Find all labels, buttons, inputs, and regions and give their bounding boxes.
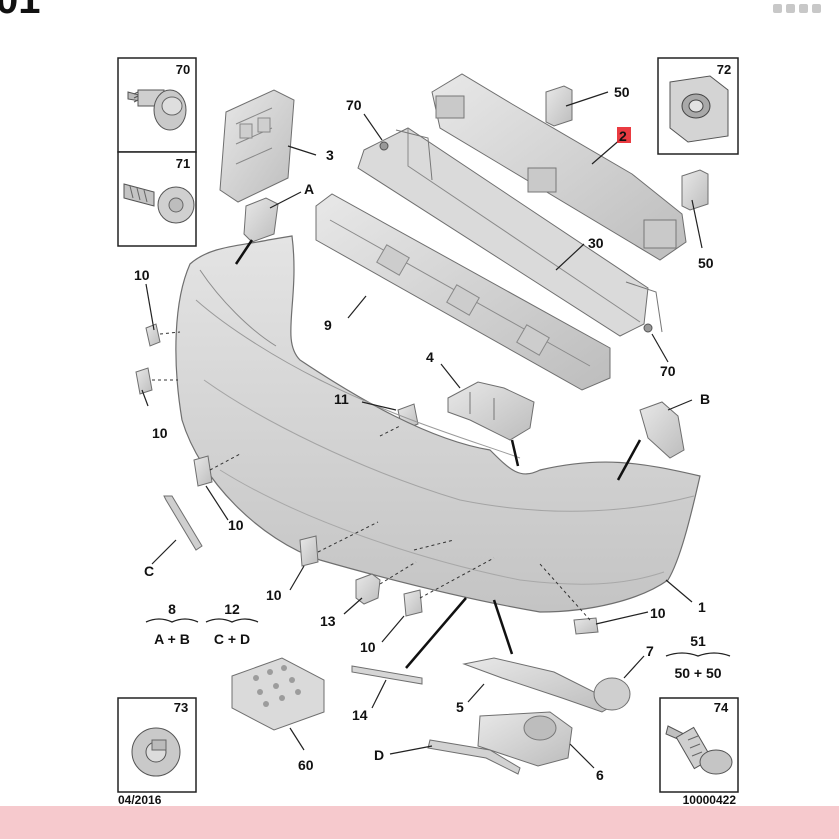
callout-6: 6: [596, 767, 604, 783]
callout-b: B: [700, 391, 710, 407]
inset-box-72: 72: [657, 57, 739, 155]
inset-box-74-label: 74: [714, 700, 729, 715]
callout-2: 2: [619, 128, 627, 144]
callout-11: 11: [334, 391, 349, 407]
callout-5: 5: [456, 699, 464, 715]
callout-3: 3: [326, 147, 334, 163]
part-10-clip-4: [299, 535, 319, 567]
part-6-reflector-housing: [477, 711, 573, 767]
callout-70-right: 70: [660, 363, 676, 379]
menu-dots-icon[interactable]: [773, 4, 821, 13]
callout-4: 4: [426, 349, 434, 365]
part-14-trim-strip: [351, 665, 423, 685]
kit-12-number: 12: [224, 601, 240, 617]
clip-nut-icon: [669, 75, 729, 143]
callout-10-e: 10: [360, 639, 376, 655]
callout-labels: 3 A 70 50 2 50 30 9 70 4 11 B 10 10 10 C…: [134, 84, 714, 783]
callout-7: 7: [646, 643, 654, 659]
callout-10-a: 10: [134, 267, 150, 283]
callout-50-right: 50: [698, 255, 714, 271]
kit-8: 8 A + B: [145, 601, 199, 647]
push-clip-icon: [131, 727, 181, 777]
part-60-clip-kit: [231, 657, 325, 731]
callout-a: A: [304, 181, 314, 197]
leader-lines: [141, 91, 703, 769]
callout-1: 1: [698, 599, 706, 615]
inset-box-74: 74: [659, 697, 739, 793]
footer-reference: 10000422: [683, 793, 737, 807]
part-c-strip: [163, 495, 203, 551]
install-lines: [234, 239, 642, 669]
kit-8-number: 8: [168, 601, 176, 617]
kit-51-number: 51: [690, 633, 706, 649]
part-10-clip-3: [193, 455, 213, 487]
part-13-bracket: [355, 573, 381, 605]
inset-box-71: 71: [117, 151, 197, 247]
tapping-screw-icon: [123, 183, 195, 224]
part-50-clip-a: [545, 85, 573, 127]
inset-box-73: 73: [117, 697, 197, 793]
callout-d: D: [374, 747, 384, 763]
inset-box-71-label: 71: [176, 156, 190, 171]
callout-2-highlight: [617, 127, 631, 143]
callout-30: 30: [588, 235, 604, 251]
kit-51: 51 50 + 50: [665, 633, 731, 681]
part-7-cap: [593, 677, 631, 711]
part-10-clip-2: [135, 367, 153, 395]
callout-13: 13: [320, 613, 336, 629]
part-b-bracket: [639, 401, 685, 459]
kit-8-formula: A + B: [154, 631, 190, 647]
footer-date: 04/2016: [118, 793, 162, 807]
inset-box-70-label: 70: [176, 62, 190, 77]
part-a-bracket: [243, 197, 279, 243]
bottom-band: [0, 806, 839, 839]
callout-60: 60: [298, 757, 314, 773]
bolt-70-a: [379, 141, 389, 151]
part-10-clip-5: [403, 589, 423, 617]
inset-box-72-label: 72: [717, 62, 731, 77]
screw-flange-icon: [127, 89, 187, 131]
part-30-beam: [357, 127, 663, 337]
callout-50-top: 50: [614, 84, 630, 100]
callout-10-c: 10: [228, 517, 244, 533]
callout-14: 14: [352, 707, 368, 723]
callout-10-d: 10: [266, 587, 282, 603]
part-9-foam-absorber: [315, 193, 611, 391]
kit-12-formula: C + D: [214, 631, 250, 647]
bolt-icon: [665, 725, 733, 775]
part-10-clip-6: [573, 617, 599, 635]
callout-10-f: 10: [650, 605, 666, 621]
part-3-side-bracket: [219, 89, 295, 203]
kit-12: 12 C + D: [205, 601, 259, 647]
part-d-strip: [427, 739, 521, 775]
callout-c: C: [144, 563, 154, 579]
part-50-clip-b: [681, 169, 709, 211]
part-1-bumper-cover: [175, 235, 701, 613]
bolt-70-b: [643, 323, 653, 333]
dashed-lines: [152, 331, 591, 621]
part-2-absorber: [431, 73, 687, 261]
inset-box-70: 70: [117, 57, 197, 153]
kit-51-formula: 50 + 50: [674, 665, 721, 681]
inset-box-73-label: 73: [174, 700, 188, 715]
callout-70-top: 70: [346, 97, 362, 113]
callout-10-b: 10: [152, 425, 168, 441]
part-4-center-bracket: [447, 381, 535, 441]
part-5-lower-support: [462, 657, 613, 713]
corner-title: 01: [0, 0, 41, 22]
callout-9: 9: [324, 317, 332, 333]
